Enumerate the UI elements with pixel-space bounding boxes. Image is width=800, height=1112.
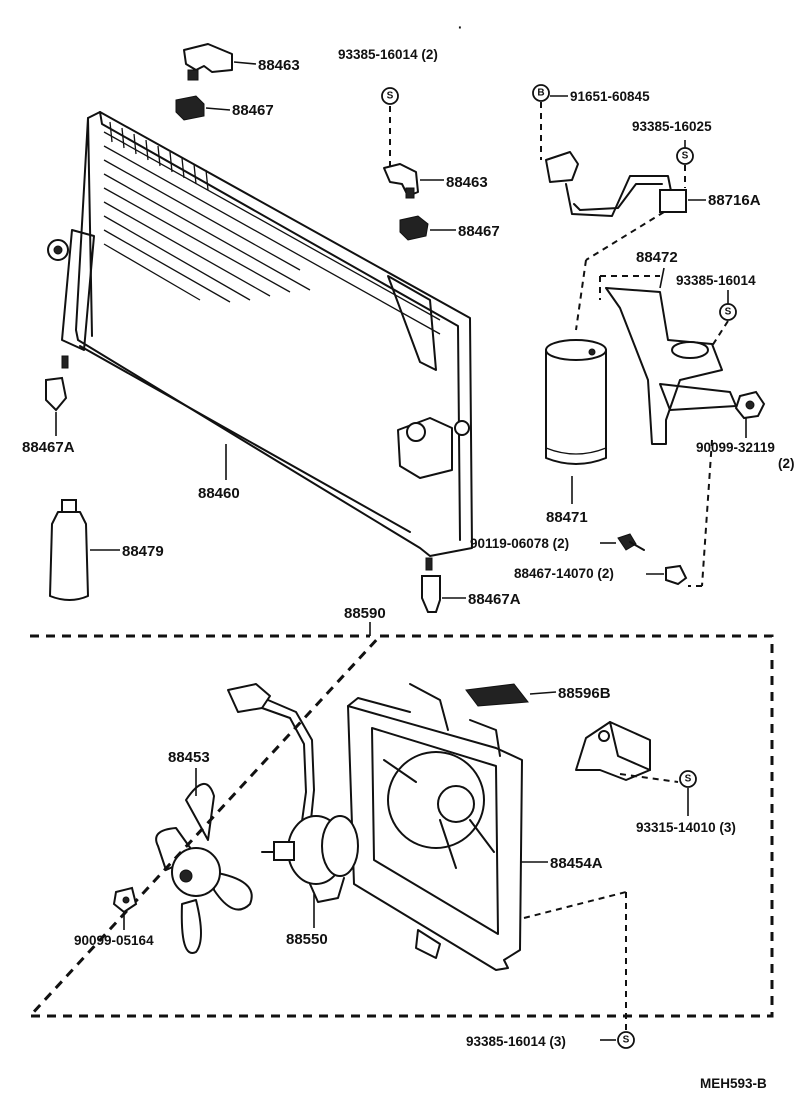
label-88716a: 88716A [708,192,761,209]
cushion-icon [45,376,68,412]
svg-text:B: B [537,88,544,99]
nut-icon [734,390,766,420]
screw-symbol: S [679,770,697,788]
label-93385-16014-top: 93385-16014 (2) [338,47,438,62]
pressure-switch-icon [545,151,687,217]
label-88472: 88472 [636,249,678,266]
screw-symbol: S [719,303,737,321]
fan-motor-icon [227,683,359,903]
bracket-icon [383,163,419,199]
label-90099-32119-qty: (2) [778,456,795,471]
svg-text:S: S [682,151,689,162]
stray-mark: · [458,20,463,35]
receiver-drier-icon [545,339,607,465]
label-88467-top: 88467 [232,102,274,119]
bracket-icon [183,43,233,81]
label-91651-60845: 91651-60845 [570,89,650,104]
label-88454a: 88454A [550,855,603,872]
label-88463-top: 88463 [258,57,300,74]
svg-text:S: S [725,307,732,318]
cushion-icon [421,575,441,613]
bolt-icon [617,533,645,551]
label-90119-06078: 90119-06078 (2) [470,536,569,551]
screw-symbol: S [617,1031,635,1049]
label-88467a-bottom: 88467A [468,591,521,608]
screw-symbol: S [381,87,399,105]
nut-icon [112,886,138,914]
label-88550: 88550 [286,931,328,948]
label-90099-32119: 90099-32119 [696,440,775,455]
label-tag-icon [465,683,529,707]
svg-text:S: S [623,1035,630,1046]
label-90099-05164: 90099-05164 [74,933,154,948]
svg-text:S: S [387,91,394,102]
relay-icon [575,721,651,781]
label-88471: 88471 [546,509,588,526]
label-93315-14010: 93315-14010 (3) [636,820,736,835]
fan-shroud-icon [347,683,523,971]
cushion-icon [665,564,688,586]
screw-symbol: S [676,147,694,165]
label-88453: 88453 [168,749,210,766]
label-93385-16025: 93385-16025 [632,119,712,134]
label-88596b: 88596B [558,685,611,702]
label-93385-16014-bottom: 93385-16014 (3) [466,1034,566,1049]
label-88467-mid: 88467 [458,223,500,240]
cushion-icon [175,95,205,121]
label-88479: 88479 [122,543,164,560]
diagram-code: MEH593-B [700,1076,767,1091]
sealant-bottle-icon [49,499,89,601]
label-88460: 88460 [198,485,240,502]
label-88467-14070: 88467-14070 (2) [514,566,614,581]
label-88463-mid: 88463 [446,174,488,191]
label-88467a-left: 88467A [22,439,75,456]
label-93385-16014-right: 93385-16014 [676,273,756,288]
label-88590: 88590 [344,605,386,622]
cushion-icon [399,215,429,241]
fan-blade-icon [155,783,253,954]
screw-symbol-b: B [532,84,550,102]
svg-text:S: S [685,774,692,785]
bracket-icon [605,287,737,445]
condenser-icon [47,111,473,571]
